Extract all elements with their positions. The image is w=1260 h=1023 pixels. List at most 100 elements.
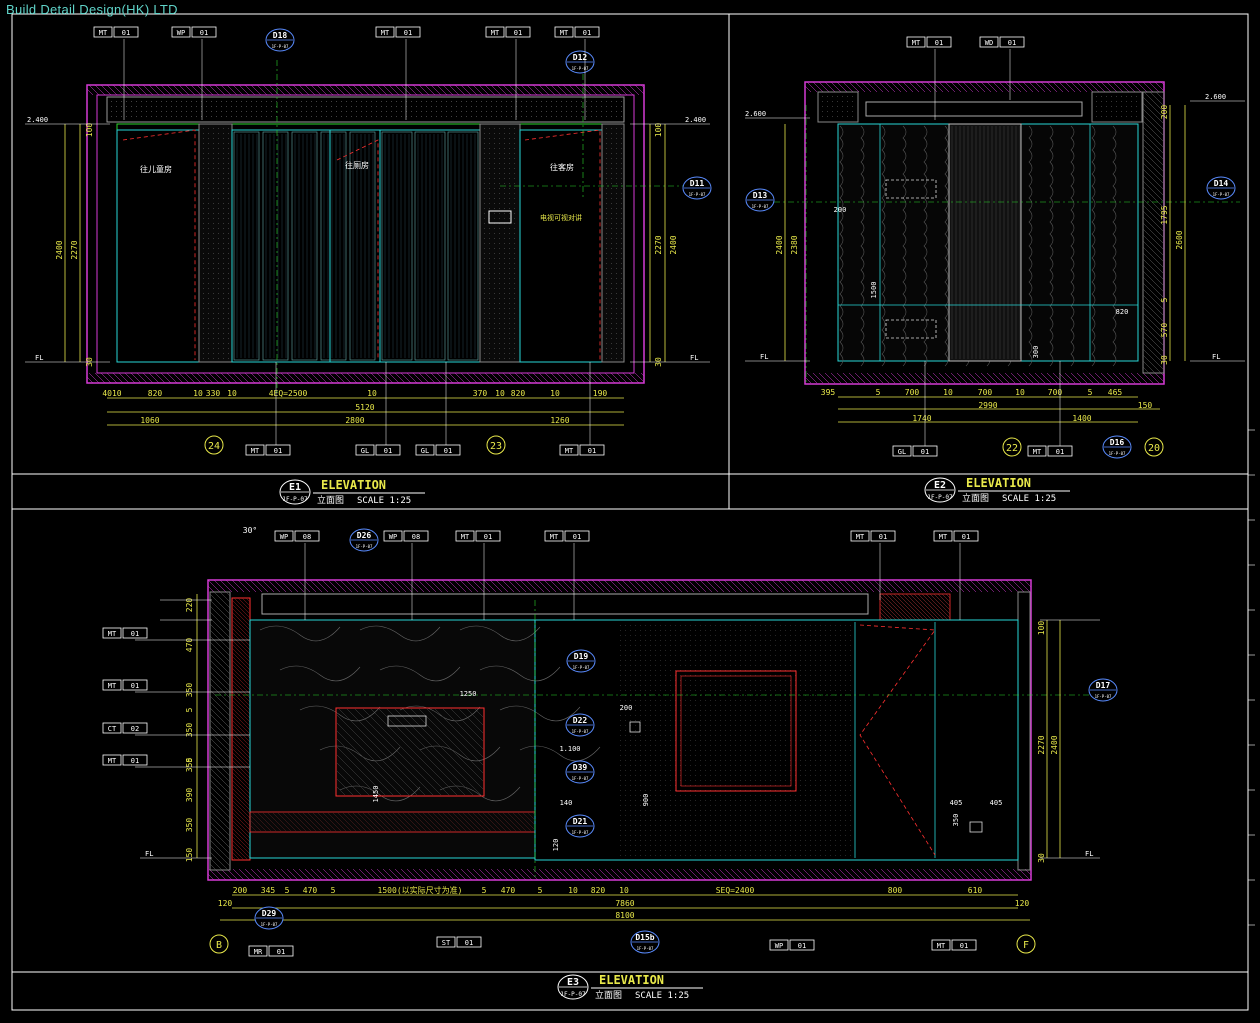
- e3-dotted-panel-dot: [800, 785, 801, 786]
- e1-floor-hatch: [322, 372, 334, 384]
- e1-bulkhead-dot: [171, 101, 172, 102]
- e3-dotted-panel-dot: [685, 700, 686, 701]
- e3-dotted-panel-dot: [745, 710, 746, 711]
- e1-pier-1-dot: [208, 328, 209, 329]
- e3-dotted-panel-dot: [825, 745, 826, 746]
- e3-dotted-panel-dot: [745, 795, 746, 796]
- e2-bot-0-tag-code: GL: [898, 448, 906, 456]
- e1-pier-2-dot: [509, 163, 510, 164]
- e2-dim-bottom-5: 10: [1015, 388, 1025, 397]
- e2-floor-hatch: [1118, 372, 1130, 384]
- e3-dotted-panel-dot: [675, 845, 676, 846]
- e1-pier-2-dot: [494, 138, 495, 139]
- e3-dotted-panel-dot: [665, 675, 666, 676]
- e3-dotted-panel-dot: [760, 745, 761, 746]
- e3-dotted-panel-dot: [775, 740, 776, 741]
- e3-dotted-panel-dot: [635, 750, 636, 751]
- e3-dotted-panel-dot: [640, 840, 641, 841]
- e3-dotted-panel-dot: [710, 840, 711, 841]
- e3-dotted-panel-dot: [785, 695, 786, 696]
- e1-bulkhead-dot: [201, 116, 202, 117]
- e2-floor-hatch: [974, 372, 986, 384]
- e3-dotted-panel-dot: [830, 820, 831, 821]
- e3-tv-cabinet-hatch: [382, 812, 402, 832]
- e1-bulkhead-dot: [131, 116, 132, 117]
- e3-floor-hatch: [724, 868, 737, 881]
- e3-dotted-panel-dot: [720, 625, 721, 626]
- e1-pier-1-dot: [208, 293, 209, 294]
- e1-bulkhead-dot: [541, 116, 542, 117]
- e1-pier-1-dot: [223, 133, 224, 134]
- e1-bulkhead-dot: [596, 106, 597, 107]
- e3-dotted-panel-dot: [675, 725, 676, 726]
- e3-dotted-panel-dot: [640, 855, 641, 856]
- e3-dotted-panel-dot: [700, 735, 701, 736]
- e3-dotted-panel-dot: [680, 665, 681, 666]
- e1-pier-3-dot: [616, 128, 617, 129]
- e1-pier-1-dot: [213, 178, 214, 179]
- e3-ceiling-hatch: [309, 579, 323, 593]
- e3-dotted-panel-dot: [745, 700, 746, 701]
- e3-dotted-panel-dot: [830, 660, 831, 661]
- e3-dotted-panel-dot: [780, 740, 781, 741]
- e3-floor-hatch: [1018, 868, 1031, 881]
- e3-dotted-panel-dot: [800, 745, 801, 746]
- e3-dotted-panel-dot: [770, 710, 771, 711]
- e3-dotted-panel-dot: [825, 680, 826, 681]
- e1-pier-3-dot: [611, 223, 612, 224]
- e3-dotted-panel-dot: [775, 835, 776, 836]
- e3-dotted-panel-dot: [820, 710, 821, 711]
- e3-dotted-panel-dot: [725, 745, 726, 746]
- e3-floor-hatch: [538, 868, 551, 881]
- e3-red-column-hatch: [231, 819, 251, 839]
- e1-pier-2-dot: [509, 188, 510, 189]
- e3-floor-hatch: [226, 868, 239, 881]
- e3-dotted-panel-dot: [660, 700, 661, 701]
- e1-pier-2-dot: [489, 168, 490, 169]
- e1-bulkhead-dot: [476, 101, 477, 102]
- e3-dotted-panel-dot: [800, 690, 801, 691]
- e3-dotted-panel-dot: [695, 820, 696, 821]
- e1-pier-1-dot: [218, 353, 219, 354]
- e3-dotted-panel-dot: [670, 820, 671, 821]
- e3-dotted-panel-dot: [765, 715, 766, 716]
- e3-dotted-panel-dot: [675, 735, 676, 736]
- e2-bulkhead-right-dot: [1131, 101, 1132, 102]
- e3-dotted-panel-dot: [840, 635, 841, 636]
- e3-dotted-panel-dot: [835, 640, 836, 641]
- e1-bulkhead-dot: [206, 106, 207, 107]
- e2-side-wall-hatch: [1142, 234, 1165, 257]
- e1-floor-hatch: [370, 372, 382, 384]
- e3-dotted-panel-dot: [830, 775, 831, 776]
- e2-ceiling-hatch: [1070, 81, 1082, 93]
- e1-pier-1-dot: [208, 273, 209, 274]
- e3-dotted-panel-dot: [640, 685, 641, 686]
- e1-pier-1-dot: [203, 273, 204, 274]
- e2-ceiling-hatch: [854, 81, 866, 93]
- e3-dotted-panel-dot: [630, 835, 631, 836]
- e3-dotted-panel-dot: [685, 685, 686, 686]
- e1-d18-bubble-ref: 1F-P-07: [272, 44, 289, 49]
- e1-bulkhead-dot: [586, 101, 587, 102]
- e1-pier-1-dot: [228, 208, 229, 209]
- e3-dotted-panel-dot: [695, 695, 696, 696]
- e3-tv-niche-hatch: [336, 746, 386, 796]
- e1-bulkhead-dot: [256, 111, 257, 112]
- e3-dotted-panel-dot: [635, 835, 636, 836]
- e3-ceiling-hatch: [621, 579, 635, 593]
- e1-pier-1-dot: [223, 283, 224, 284]
- e3-dotted-panel-dot: [620, 755, 621, 756]
- e3-dotted-panel-dot: [825, 665, 826, 666]
- e3-dotted-panel-dot: [760, 840, 761, 841]
- e3-dotted-panel-dot: [715, 820, 716, 821]
- e3-dotted-panel-dot: [755, 770, 756, 771]
- e3-dotted-panel-dot: [810, 850, 811, 851]
- e1-ceiling-hatch: [430, 84, 442, 96]
- e2-bulkhead-left-dot: [827, 111, 828, 112]
- e3-dotted-panel-dot: [700, 840, 701, 841]
- e3-dotted-panel-dot: [625, 790, 626, 791]
- e3-ceiling-hatch: [999, 579, 1013, 593]
- e1-bulkhead-dot: [591, 101, 592, 102]
- e3-dotted-panel-dot: [845, 630, 846, 631]
- e3-dotted-panel-dot: [725, 740, 726, 741]
